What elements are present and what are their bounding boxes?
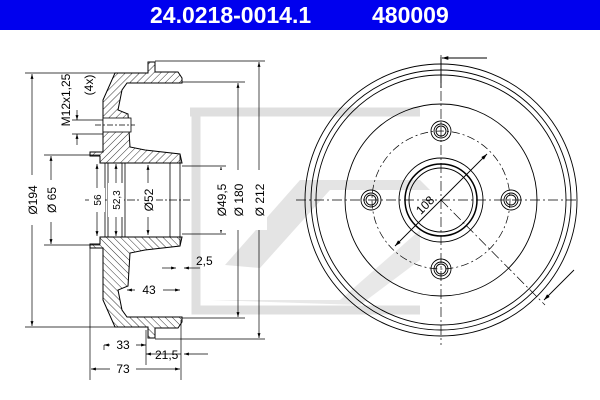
reference-number: 480009 — [372, 2, 449, 28]
dim-d49-5: Ø49,5 — [215, 183, 229, 216]
dim-21-5: 21,5 — [155, 348, 179, 362]
dim-thread: M12x1,25 — [59, 73, 73, 126]
dim-2-5: 2,5 — [196, 254, 213, 268]
drum-section-view: Ø194 Ø 65 M12x1,25 (4x) 56 52,3 Ø52 Ø49,… — [24, 60, 267, 380]
dim-d194: Ø194 — [26, 185, 40, 215]
dim-d212: Ø 212 — [253, 183, 267, 216]
dim-56: 56 — [93, 194, 104, 206]
dim-d65: Ø 65 — [45, 187, 59, 213]
dim-pcd-108: 108 — [413, 193, 437, 217]
dim-thread-count: (4x) — [82, 75, 96, 96]
dim-73: 73 — [116, 362, 130, 376]
dim-33: 33 — [116, 338, 130, 352]
dim-d180: Ø 180 — [232, 183, 246, 216]
section-upper-half — [89, 61, 183, 164]
dim-52-3: 52,3 — [112, 190, 123, 210]
header-bar: 24.0218-0014.1 480009 — [0, 0, 600, 30]
ate-watermark-logo — [190, 107, 430, 315]
dim-d52: Ø52 — [142, 188, 156, 211]
part-number: 24.0218-0014.1 — [150, 2, 312, 28]
dim-43: 43 — [142, 283, 156, 297]
